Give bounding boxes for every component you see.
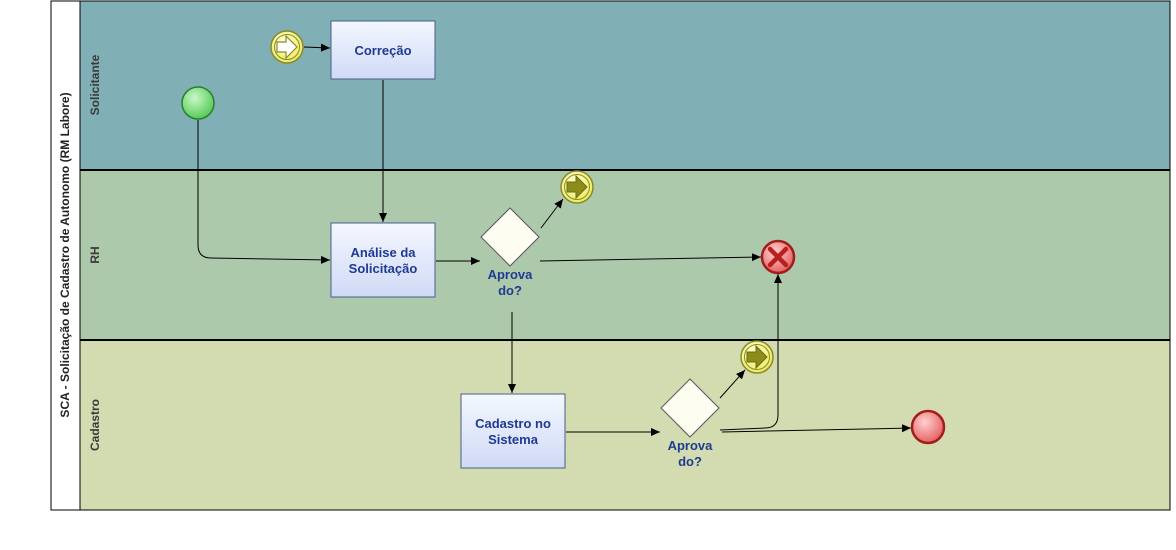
lane-label-solicitante: Solicitante [88,54,102,115]
task-cadastro-label-2: Sistema [488,432,539,447]
task-analise[interactable]: Análise da Solicitação [330,222,436,298]
gateway-cadastro-label-1: Aprova [668,438,714,453]
gateway-rh-label-1: Aprova [488,267,534,282]
lane-label-rh: RH [88,246,102,263]
link-event-rh[interactable] [560,170,594,204]
task-correcao[interactable]: Correção [330,20,436,80]
pool-header [50,0,81,511]
gateway-rh-label-2: do? [498,283,522,298]
task-cadastro-label-1: Cadastro no [475,416,551,431]
link-event-correcao[interactable] [270,30,304,64]
flow-start-to-analise [197,120,331,264]
arrow-right-icon [276,34,298,60]
start-event[interactable] [181,86,215,120]
flow-gateway2-to-link [719,369,746,399]
arrow-right-icon [746,344,768,370]
lane-cadastro [79,339,1171,511]
gateway-cadastro[interactable]: Aprova do? [660,378,720,469]
cancel-end-event[interactable] [760,239,796,275]
flow-link-to-correcao [303,43,331,52]
arrow-right-icon [566,174,588,200]
link-event-cadastro[interactable] [740,340,774,374]
lane-label-cadastro: Cadastro [88,399,102,451]
pool-title: SCA - Solicitação de Cadastro de Autonom… [58,92,72,417]
gateway-rh[interactable]: Aprova do? [480,207,540,298]
task-cadastro[interactable]: Cadastro no Sistema [460,393,566,469]
lane-solicitante [79,0,1171,171]
flow-gateway-to-cancel [539,253,762,262]
close-icon [767,246,789,268]
task-correcao-label: Correção [354,43,411,58]
flow-gateway2-to-cancel [719,274,782,431]
flow-gateway2-to-end [721,424,912,433]
flow-gateway-to-link [540,198,564,229]
lane-rh [79,169,1171,341]
task-analise-label-2: Solicitação [349,261,418,276]
end-event[interactable] [910,409,946,445]
gateway-cadastro-label-2: do? [678,454,702,469]
task-analise-label-1: Análise da [350,245,416,260]
